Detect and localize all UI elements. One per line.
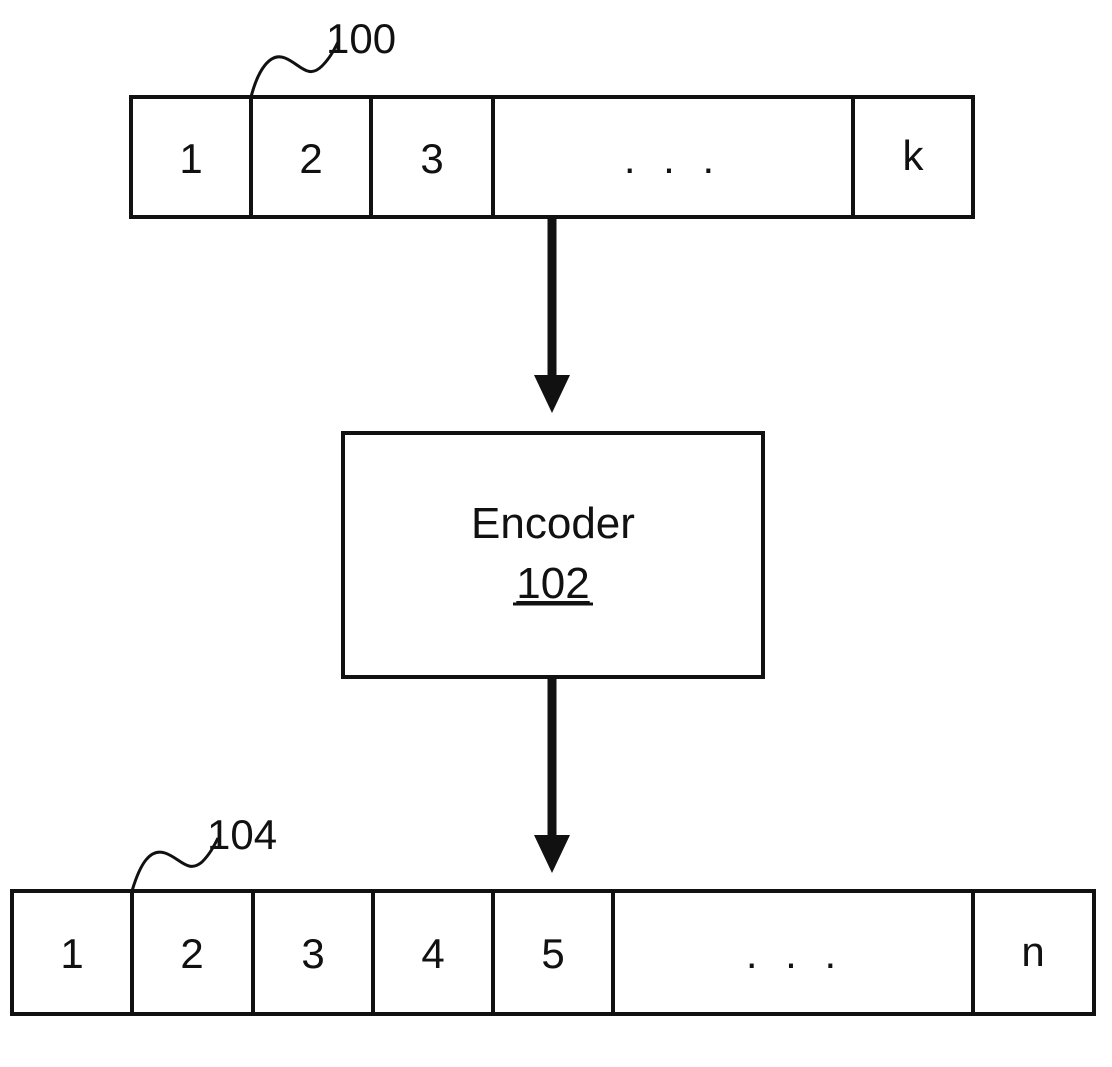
output-cell-3: 3 <box>301 930 324 977</box>
encoder-ref-label: 102 <box>516 559 589 608</box>
encoder-title: Encoder <box>471 499 635 548</box>
output-ref-label: 104 <box>207 811 277 858</box>
encoder-frame <box>343 433 763 677</box>
output-ref-leader <box>132 838 218 891</box>
input-block-frame <box>131 97 973 217</box>
input-cell-2: 2 <box>299 135 322 182</box>
input-ref-leader <box>251 42 338 97</box>
input-cell-3: 3 <box>420 135 443 182</box>
input-cell-1: 1 <box>179 135 202 182</box>
output-cell-1: 1 <box>60 930 83 977</box>
output-cell-ellipsis: . . . <box>746 930 844 977</box>
output-cell-5: 5 <box>541 930 564 977</box>
arrow-down-2 <box>534 677 570 873</box>
output-cell-2: 2 <box>180 930 203 977</box>
input-ref-label: 100 <box>326 15 396 62</box>
input-block: 1 2 3 . . . k 100 <box>131 15 973 217</box>
output-cell-4: 4 <box>421 930 444 977</box>
input-cell-ellipsis: . . . <box>624 135 722 182</box>
input-cell-k: k <box>903 132 925 179</box>
arrow-down-1 <box>534 217 570 413</box>
output-cell-n: n <box>1021 928 1044 975</box>
encoder-block: Encoder 102 <box>343 433 763 677</box>
